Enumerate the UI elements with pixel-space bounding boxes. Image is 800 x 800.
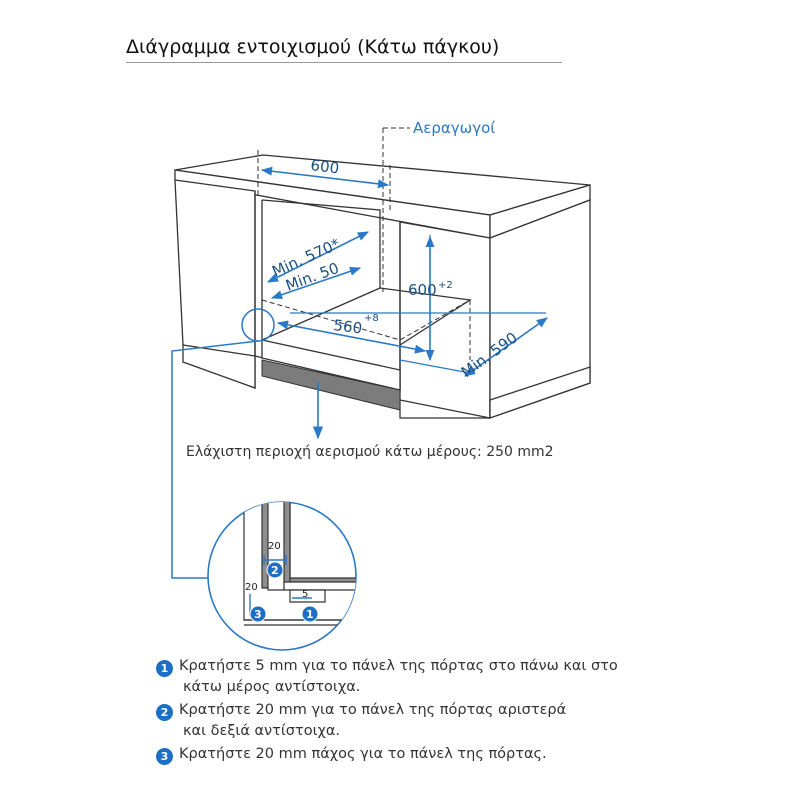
ventilation-note: Ελάχιστη περιοχή αερισμού κάτω μέρους: 2… bbox=[186, 444, 554, 460]
vents-label: Αεραγωγοί bbox=[413, 119, 495, 137]
legend-text: Κρατήστε 5 mm για το πάνελ της πόρτας στ… bbox=[179, 658, 618, 674]
legend-text-cont: και δεξιά αντίστοιχα. bbox=[183, 723, 341, 739]
page-title: Διάγραμμα εντοιχισμού (Κάτω πάγκου) bbox=[126, 36, 500, 58]
dim-height-tolerance: +2 bbox=[438, 280, 453, 291]
legend-number-1-icon: 1 bbox=[156, 660, 173, 677]
legend-item-1: 1 Κρατήστε 5 mm για το πάνελ της πόρτας σ… bbox=[156, 656, 618, 698]
legend-text: Κρατήστε 20 mm πάχος για το πάνελ της πό… bbox=[179, 746, 547, 762]
marker-3: 3 bbox=[249, 605, 267, 623]
detail-leader-line bbox=[171, 340, 259, 583]
legend-item-3: 3 Κρατήστε 20 mm πάχος για το πάνελ της π… bbox=[156, 744, 547, 765]
svg-text:1: 1 bbox=[306, 608, 314, 621]
dimension-lines bbox=[260, 166, 548, 377]
detail-dim-5: 5 bbox=[302, 589, 308, 600]
detail-dim-20-left: 20 bbox=[245, 582, 258, 593]
dim-width-600: 600 bbox=[310, 156, 341, 177]
legend-number-2-icon: 2 bbox=[156, 704, 173, 721]
dim-inner-width-560: 560 bbox=[333, 316, 364, 337]
bottom-vent-opening bbox=[261, 359, 401, 411]
dim-height-600: 600 bbox=[408, 281, 437, 299]
svg-text:3: 3 bbox=[254, 608, 262, 621]
dim-inner-width-tolerance: +8 bbox=[364, 313, 379, 324]
legend-text: Κρατήστε 20 mm για το πάνελ της πόρτας α… bbox=[179, 702, 567, 718]
svg-text:2: 2 bbox=[271, 564, 279, 577]
legend-text-cont: κάτω μέρος αντίστοιχα. bbox=[183, 679, 361, 695]
detail-dim-20-top: 20 bbox=[268, 541, 281, 552]
detail-magnified: 20 20 5 2 3 1 bbox=[207, 501, 357, 651]
marker-1: 1 bbox=[301, 605, 319, 623]
title-underline bbox=[126, 62, 562, 63]
legend-item-2: 2 Κρατήστε 20 mm για το πάνελ της πόρτας … bbox=[156, 700, 566, 742]
marker-2: 2 bbox=[266, 561, 284, 579]
legend-number-3-icon: 3 bbox=[156, 748, 173, 765]
